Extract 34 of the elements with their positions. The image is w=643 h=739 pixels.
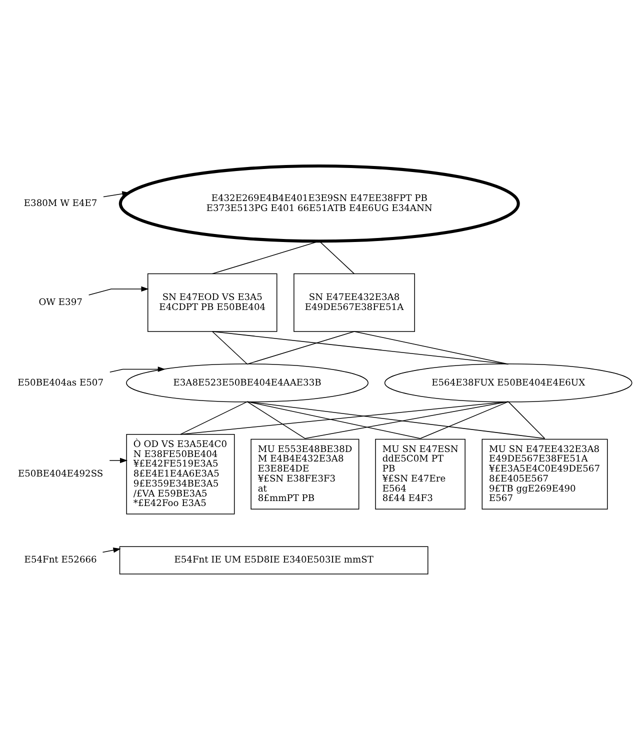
node-text: E380M W E4E7 xyxy=(24,198,98,208)
connector xyxy=(180,400,509,434)
connector xyxy=(212,240,320,274)
connector xyxy=(354,330,509,364)
connector xyxy=(420,400,509,438)
arrow xyxy=(103,190,130,197)
node-box: SN E47EE432E3A8 E49DE567E38FE51A xyxy=(294,272,415,332)
connector xyxy=(304,400,509,438)
connector xyxy=(318,240,355,274)
node-ellipse: E432E269E4B4E401E3E9SN E47EE38FPT PB E373E513PG E401 66E51ATB E4E6UG E34ANN xyxy=(118,164,520,242)
arrow xyxy=(110,366,166,372)
node-text: E50BE404as E507 xyxy=(18,378,104,388)
node-box: MU E553E48BE38D M E4B4E432E3A8 E3E8E4DE ¥£SN E38FE3F3 at 8£mmPT PB xyxy=(250,438,360,509)
connector xyxy=(246,400,546,438)
arrow xyxy=(109,457,128,463)
arrow xyxy=(102,547,121,552)
arrow xyxy=(88,286,149,295)
connector xyxy=(212,330,509,364)
node-text: E54Fnt E52666 xyxy=(24,555,97,566)
connector xyxy=(246,330,355,364)
connector xyxy=(508,400,546,438)
node-ellipse: E564E38FUX E50BE404E4E6UX xyxy=(384,363,632,402)
node-box: MU SN E47EE432E3A8 E49DE567E38FE51A ¥£E3A5E4C0E49DE567 8£E405E567 9£TB ggE269E490 E567 xyxy=(482,438,608,509)
connector xyxy=(180,400,248,434)
node-ellipse: E3A8E523E50BE404E4AAE33B xyxy=(126,363,368,402)
node-text: E50BE404E492SS xyxy=(18,469,104,480)
node-box: Ò OD VS E3A5E4C0 N E38FE50BE404 ¥£E42FE519E3A5 8£E4E1E4A6E3A5 9£E359E34BE3A5 /£VA E59BE3A5 *£E42Foo E3A5 xyxy=(126,433,235,514)
connector xyxy=(246,400,421,438)
connector xyxy=(246,400,306,438)
node-box: E54Fnt IE UM E5D8IE E340E503IE mmST xyxy=(119,546,428,574)
connector xyxy=(212,330,248,364)
node-text: OW E397 xyxy=(38,297,82,308)
node-box: MU SN E47ESN ddE5C0M PT PB ¥£SN E47Ere E564 8£44 E4F3 xyxy=(375,438,466,509)
node-box: SN E47EOD VS E3A5 E4CDPT PB E50BE404 xyxy=(147,272,278,332)
